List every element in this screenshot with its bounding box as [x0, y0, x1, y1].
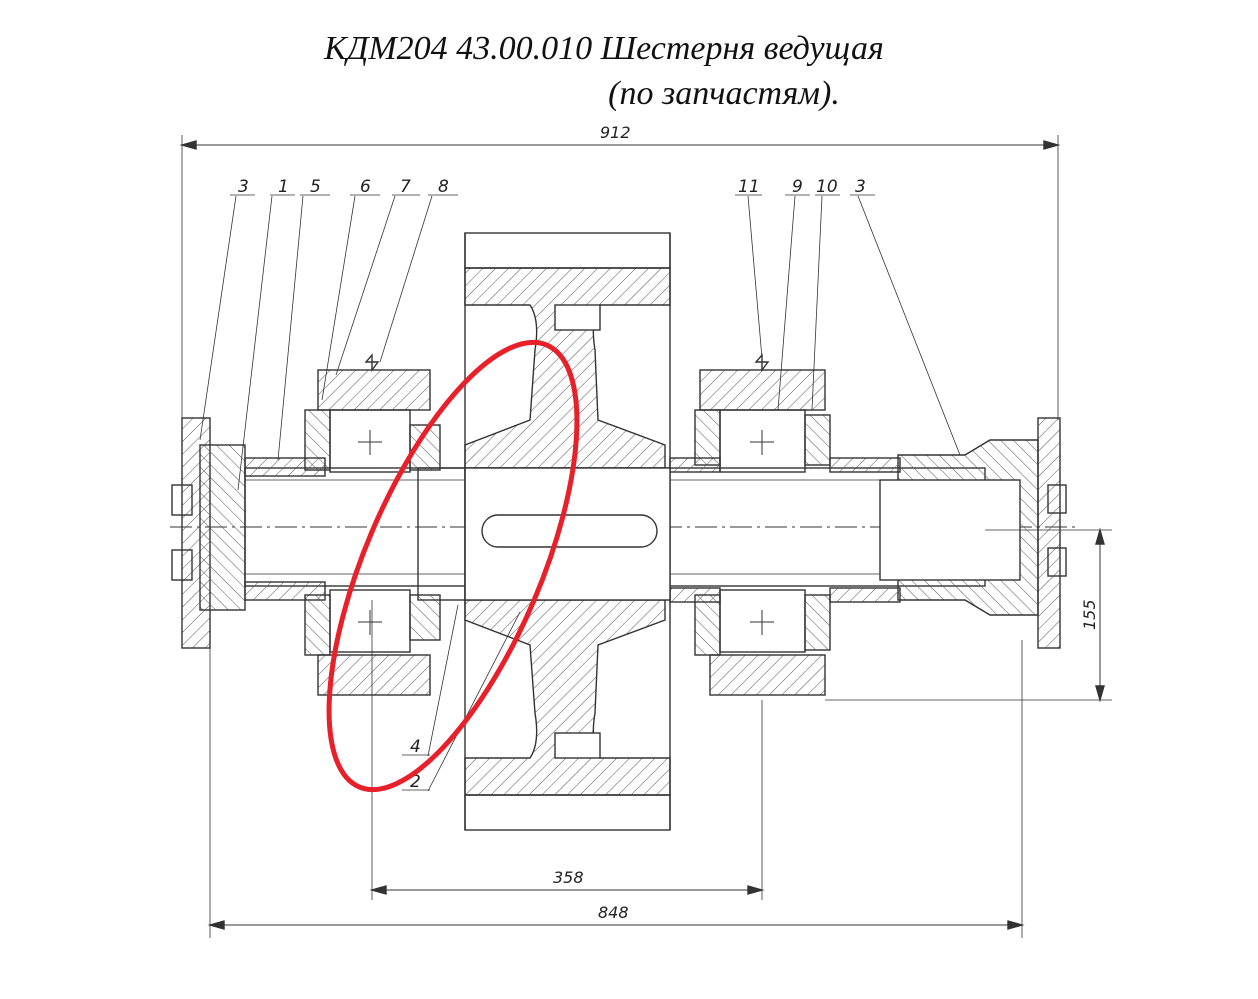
dim-overall: 912 [600, 123, 631, 142]
callout-7: 7 [400, 177, 411, 197]
gear-web-bottom [464, 599, 671, 796]
gear-rim-bottom [464, 794, 671, 831]
dim-height: 155 [1080, 599, 1099, 630]
highlight-ellipse [326, 339, 580, 793]
callout-3-right: 3 [855, 177, 866, 197]
callout-3-left: 3 [238, 177, 249, 197]
callout-1: 1 [278, 177, 289, 197]
drawing-title-line1: КДМ204 43.00.010 Шестерня ведущая [324, 30, 884, 67]
callout-11: 11 [738, 177, 760, 197]
callout-10: 10 [816, 177, 838, 197]
left-bearing-cap-bottom [317, 654, 431, 696]
callout-9: 9 [792, 177, 803, 197]
callout-4: 4 [410, 737, 421, 757]
callout-8: 8 [438, 177, 449, 197]
dim-bearing-span: 358 [553, 868, 584, 887]
right-bearing-cap-bottom [709, 654, 826, 696]
callout-6: 6 [360, 177, 371, 197]
key-slot [481, 514, 658, 548]
left-bearing-cap-top [317, 369, 431, 411]
callout-5: 5 [310, 177, 321, 197]
right-flange [1037, 417, 1061, 649]
right-bearing-cap-top [699, 369, 826, 411]
gear-rim-top [464, 232, 671, 269]
dim-mount-span: 848 [598, 903, 629, 922]
drawing-title-line2: (по запчастям). [608, 75, 840, 112]
callout-2: 2 [410, 772, 421, 792]
